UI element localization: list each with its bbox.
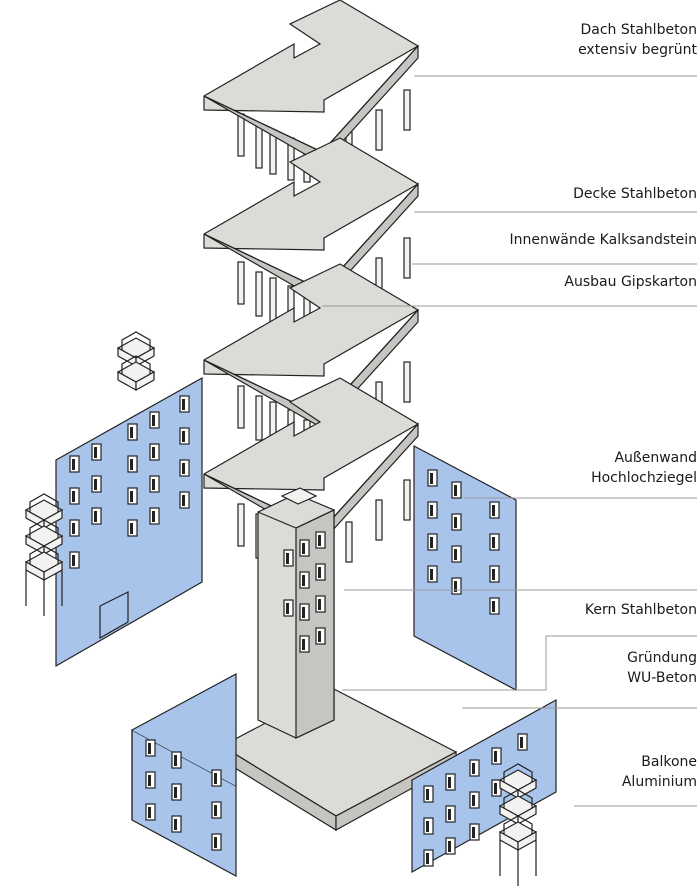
label-aussenwand-line2: Hochlochziegel [591, 470, 697, 486]
label-ausbau: Ausbau Gipskarton [564, 272, 697, 292]
label-decke-text: Decke Stahlbeton [573, 186, 697, 202]
label-aussenwand: Außenwand Hochlochziegel [591, 448, 697, 488]
label-balkone-line2: Aluminium [621, 774, 697, 790]
label-dach-line1: Dach Stahlbeton [580, 22, 697, 38]
label-kern: Kern Stahlbeton [585, 600, 697, 620]
facade-right-lower [411, 698, 557, 886]
label-dach: Dach Stahlbeton extensiv begrünt [578, 20, 697, 60]
core [257, 487, 335, 739]
label-dach-line2: extensiv begrünt [578, 42, 697, 58]
label-balkone-line1: Balkone [641, 754, 697, 770]
facade-left-upper [25, 331, 203, 668]
label-gruendung: Gründung WU-Beton [627, 648, 697, 688]
label-ausbau-text: Ausbau Gipskarton [564, 274, 697, 290]
leader-lines [322, 75, 697, 807]
facade-left-lower [131, 672, 237, 878]
label-gruendung-line1: Gründung [627, 650, 697, 666]
leader-kern-elbow [342, 635, 697, 691]
label-innenwaende-text: Innenwände Kalksandstein [509, 232, 697, 248]
label-balkone: Balkone Aluminium [622, 752, 697, 792]
label-decke: Decke Stahlbeton [573, 184, 697, 204]
label-gruendung-line2: WU-Beton [627, 670, 697, 686]
facade-right-upper [413, 445, 517, 691]
label-innenwaende: Innenwände Kalksandstein [509, 230, 697, 250]
label-aussenwand-line1: Außenwand [614, 450, 697, 466]
label-kern-text: Kern Stahlbeton [584, 602, 697, 618]
